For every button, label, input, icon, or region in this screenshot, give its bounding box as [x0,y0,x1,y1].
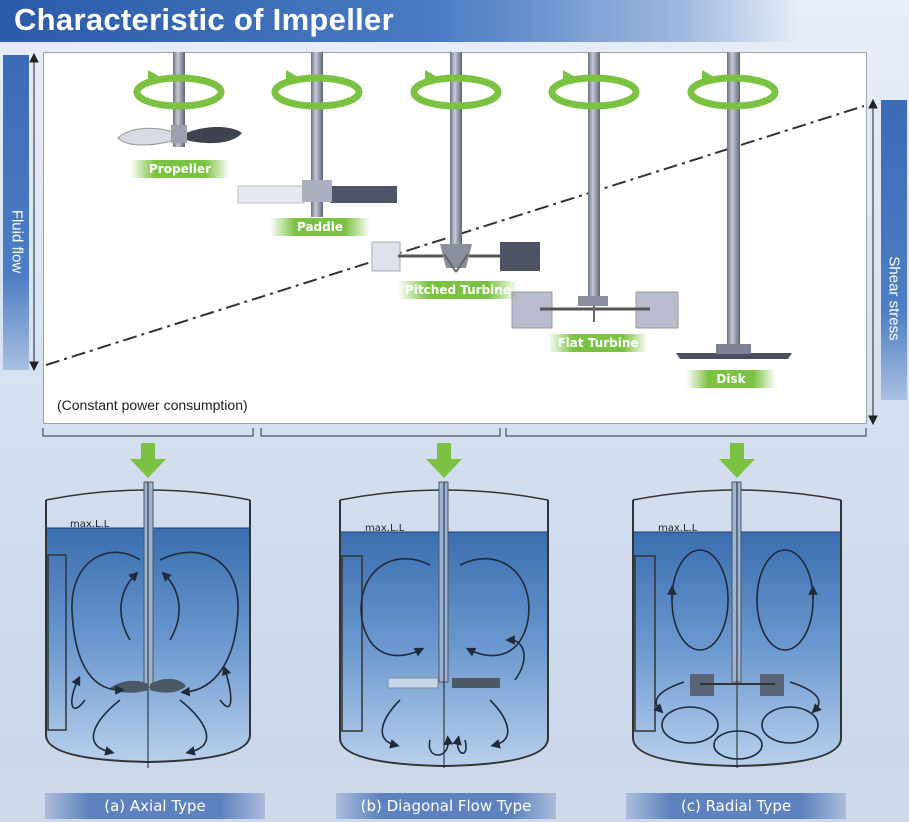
tank-radial: max.L.L [632,481,842,785]
rotation-arrow-icon [133,74,225,110]
disk-label: Disk [686,370,776,388]
paddle-impeller [237,52,397,217]
tank-diagonal: max.L.L [339,481,549,785]
rotation-arrow-icon [687,74,779,110]
rotation-arrowhead-icon [425,70,439,86]
max-level-label: max.L.L [658,523,698,534]
rotation-arrow-icon [548,74,640,110]
fluid-flow-axis-bar: Fluid flow [3,55,29,370]
constant-power-note: (Constant power consumption) [57,397,248,413]
diagonal-type-label: (b) Diagonal Flow Type [336,793,556,819]
max-level-label: max.L.L [365,523,405,534]
propeller-label: Propeller [130,160,230,178]
pitched-turbine-label: Pitched Turbine [398,281,518,299]
range-brackets [42,428,867,437]
flat-turbine-label: Flat Turbine [548,334,648,352]
shear-stress-axis-bar: Shear stress [881,100,907,400]
max-level-label: max.L.L [70,519,110,530]
rotation-arrowhead-icon [563,70,577,86]
propeller-impeller [117,52,242,147]
shear-stress-arrow [868,98,878,426]
down-arrow-icons [130,443,755,478]
tank-axial: max.L.L [45,481,251,782]
fluid-flow-arrow [29,52,39,372]
paddle-label: Paddle [270,218,370,236]
flat-turbine-impeller [511,52,679,329]
rotation-arrowhead-icon [148,70,162,86]
page-title: Characteristic of Impeller [14,2,394,37]
rotation-arrow-icon [410,74,502,110]
radial-type-label: (c) Radial Type [626,793,846,819]
rotation-arrow-icon [271,74,363,110]
axial-type-label: (a) Axial Type [45,793,265,819]
pitched-turbine-impeller [371,52,540,273]
disk-impeller [676,52,792,359]
rotation-arrowhead-icon [702,70,716,86]
rotation-arrowhead-icon [286,70,300,86]
title-bar: Characteristic of Impeller [0,0,800,42]
